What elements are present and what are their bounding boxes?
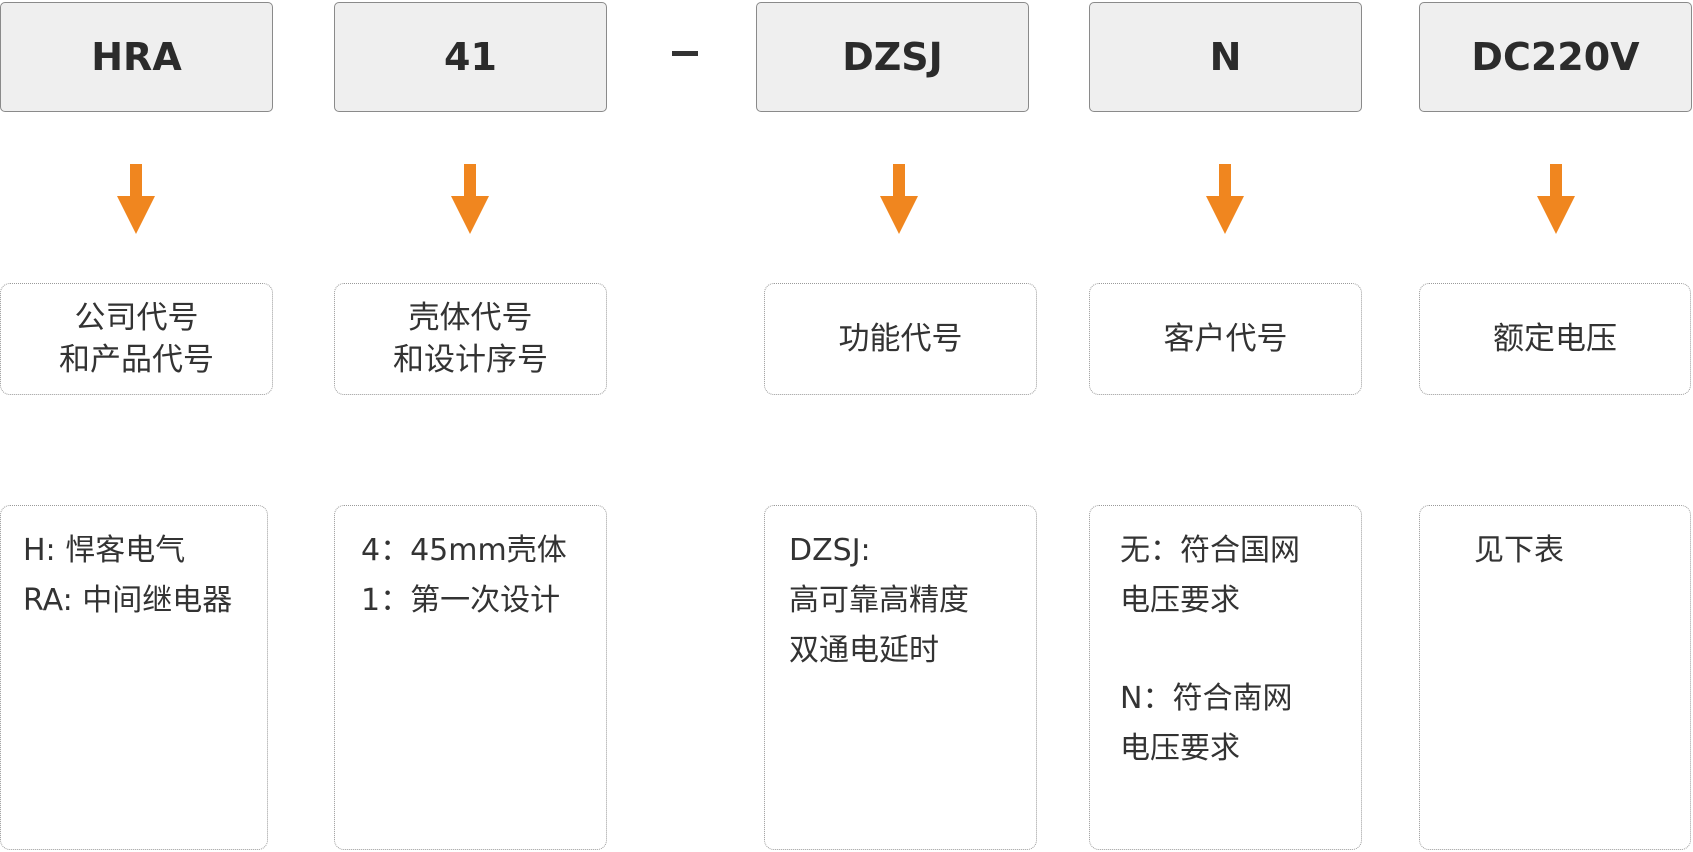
label-text: 公司代号 和产品代号 bbox=[59, 300, 214, 378]
code-text: HRA bbox=[91, 35, 182, 79]
desc-line: N：符合南网 bbox=[1120, 681, 1293, 716]
desc-line: 4：45mm壳体 bbox=[361, 533, 567, 568]
label-box-housing-design: 壳体代号 和设计序号 bbox=[334, 283, 607, 395]
desc-line: 电压要求 bbox=[1120, 583, 1240, 618]
desc-box-customer: 无：符合国网 电压要求 N：符合南网 电压要求 bbox=[1089, 505, 1362, 850]
desc-box-company-product: H: 悍客电气 RA: 中间继电器 bbox=[0, 505, 268, 850]
desc-line: 见下表 bbox=[1474, 533, 1564, 568]
label-text: 额定电压 bbox=[1493, 321, 1617, 357]
down-arrow-icon bbox=[1206, 164, 1244, 234]
label-box-company-product: 公司代号 和产品代号 bbox=[0, 283, 273, 395]
desc-line: 无：符合国网 bbox=[1120, 533, 1300, 568]
code-box-n: N bbox=[1089, 2, 1362, 112]
desc-box-rated-voltage: 见下表 bbox=[1419, 505, 1691, 850]
separator-dash bbox=[672, 51, 698, 56]
code-box-dc220v: DC220V bbox=[1419, 2, 1692, 112]
desc-line: DZSJ: bbox=[789, 533, 871, 568]
label-text: 壳体代号 和设计序号 bbox=[393, 300, 548, 378]
down-arrow-icon bbox=[117, 164, 155, 234]
label-box-customer: 客户代号 bbox=[1089, 283, 1362, 395]
code-box-41: 41 bbox=[334, 2, 607, 112]
down-arrow-icon bbox=[451, 164, 489, 234]
code-box-dzsj: DZSJ bbox=[756, 2, 1029, 112]
desc-line: RA: 中间继电器 bbox=[23, 583, 233, 618]
desc-box-housing-design: 4：45mm壳体 1：第一次设计 bbox=[334, 505, 607, 850]
desc-line: H: 悍客电气 bbox=[23, 533, 186, 568]
label-text: 客户代号 bbox=[1163, 321, 1288, 357]
desc-line: 双通电延时 bbox=[789, 633, 939, 668]
label-box-rated-voltage: 额定电压 bbox=[1419, 283, 1691, 395]
label-box-function: 功能代号 bbox=[764, 283, 1037, 395]
desc-line: 电压要求 bbox=[1120, 731, 1240, 766]
label-text: 功能代号 bbox=[838, 321, 963, 357]
code-text: N bbox=[1209, 35, 1242, 79]
desc-spacer bbox=[1120, 626, 1361, 674]
code-text: DZSJ bbox=[842, 35, 943, 79]
code-text: DC220V bbox=[1471, 35, 1640, 79]
down-arrow-icon bbox=[880, 164, 918, 234]
desc-box-function: DZSJ: 高可靠高精度 双通电延时 bbox=[764, 505, 1037, 850]
code-text: 41 bbox=[444, 35, 497, 79]
desc-line: 1：第一次设计 bbox=[361, 583, 561, 618]
code-box-hra: HRA bbox=[0, 2, 273, 112]
down-arrow-icon bbox=[1537, 164, 1575, 234]
desc-line: 高可靠高精度 bbox=[789, 583, 969, 618]
